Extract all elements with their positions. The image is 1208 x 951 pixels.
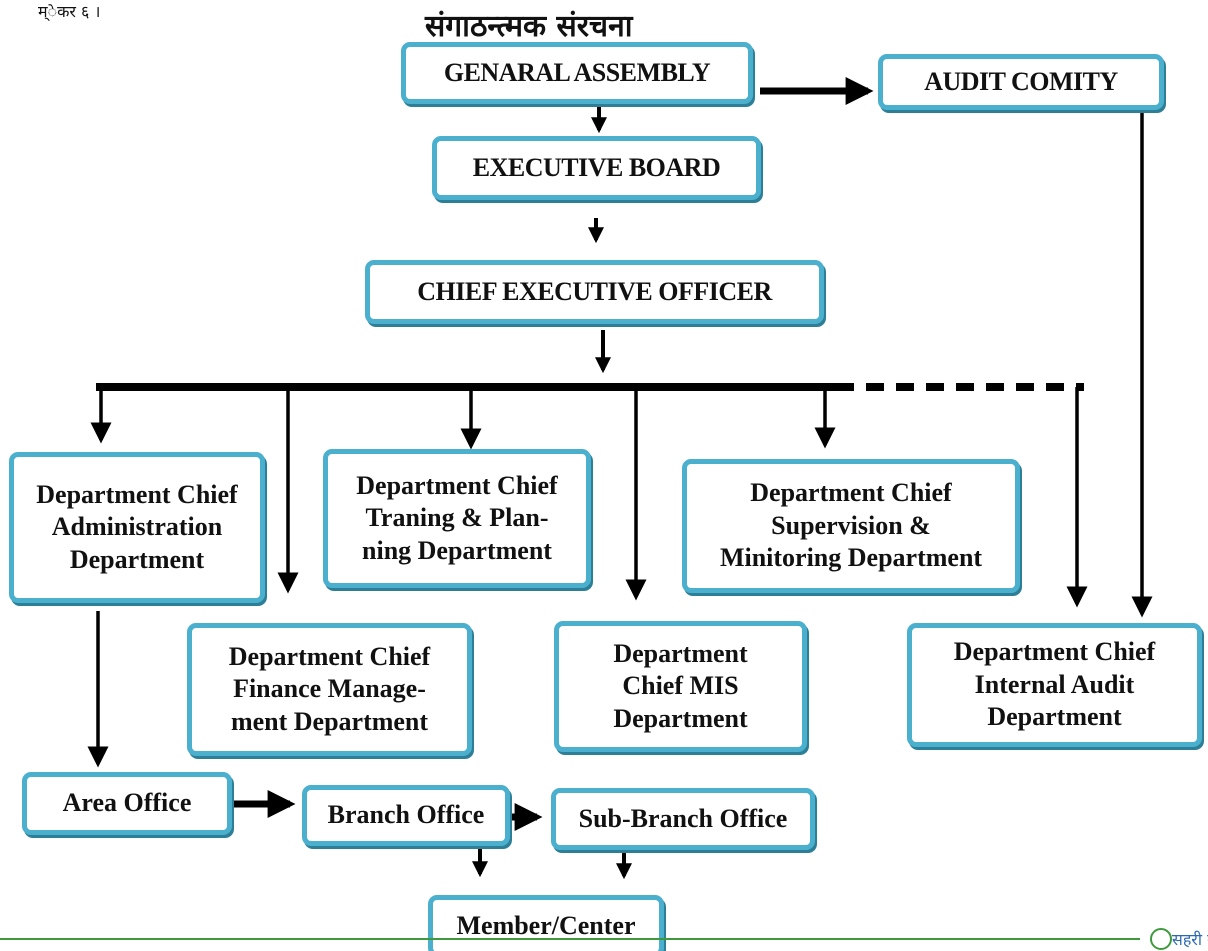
node-label-line: Branch Office (327, 800, 485, 830)
node-label-line: Department (987, 702, 1122, 732)
footer-organization-area: सहरी ग्रामबासिक लघुवित्त वित्तीय संस्था … (1150, 926, 1208, 951)
node-label-line: Internal Audit (974, 669, 1135, 699)
node-label: AUDIT COMITY (924, 66, 1118, 99)
node-label: CHIEF EXECUTIVE OFFICER (417, 276, 772, 309)
node-audit-committee: AUDIT COMITY (878, 54, 1164, 110)
node-label-line: Finance Manage- (233, 674, 426, 704)
node-label: GENARAL ASSEMBLY (443, 57, 711, 90)
node-label-line: Department Chief (750, 478, 952, 508)
node-branch-office: Branch Office (302, 785, 510, 846)
node-label-line: Administration (51, 512, 223, 542)
node-area-office: Area Office (22, 772, 232, 835)
node-label: Area Office (63, 787, 192, 820)
node-label-line: GENARAL ASSEMBLY (443, 57, 711, 87)
node-label-line: Department (613, 638, 748, 668)
node-label-line: Department Chief (228, 641, 431, 671)
node-label-line: Area Office (62, 788, 192, 818)
node-label-line: Department Chief (953, 637, 1156, 667)
node-member-center: Member/Center (428, 895, 664, 951)
node-label-line: Traning & Plan- (365, 503, 549, 533)
node-executive-board: EXECUTIVE BOARD (432, 136, 761, 200)
footer-organization-name: सहरी ग्रामबासिक लघुवित्त वित्तीय संस्था … (1172, 930, 1208, 949)
node-label-line: EXECUTIVE BOARD (472, 152, 721, 182)
node-label-line: Department Chief (356, 470, 558, 500)
node-label-line: Sub-Branch Office (578, 803, 788, 833)
node-label-line: Department Chief (36, 479, 238, 509)
node-general-assembly: GENARAL ASSEMBLY (401, 42, 753, 104)
node-label: EXECUTIVE BOARD (473, 152, 721, 185)
node-label-line: Minitoring Department (719, 543, 983, 573)
node-label-line: ning Department (362, 535, 552, 565)
node-ceo: CHIEF EXECUTIVE OFFICER (365, 260, 824, 324)
node-label-line: Member/Center (456, 910, 636, 940)
node-label: Branch Office (328, 799, 485, 832)
node-label: Member/Center (456, 910, 635, 943)
node-sub-branch-office: Sub-Branch Office (551, 788, 815, 850)
node-label: Sub-Branch Office (579, 803, 788, 836)
node-label-line: ment Department (230, 706, 429, 736)
node-label-line: CHIEF EXECUTIVE OFFICER (417, 276, 772, 306)
node-label-line: Department (69, 544, 205, 574)
node-label-line: Department (613, 703, 748, 733)
diagram-title: संगाठन्त्मक संरचना (425, 9, 633, 44)
node-label-line: Chief MIS (622, 671, 739, 701)
node-label-line: AUDIT COMITY (924, 66, 1118, 96)
node-label-line: Supervision & (771, 510, 931, 540)
organization-logo-icon (1150, 928, 1172, 950)
footer-rule (0, 938, 1140, 940)
page-label: म्ेकर ६ । (38, 2, 101, 21)
